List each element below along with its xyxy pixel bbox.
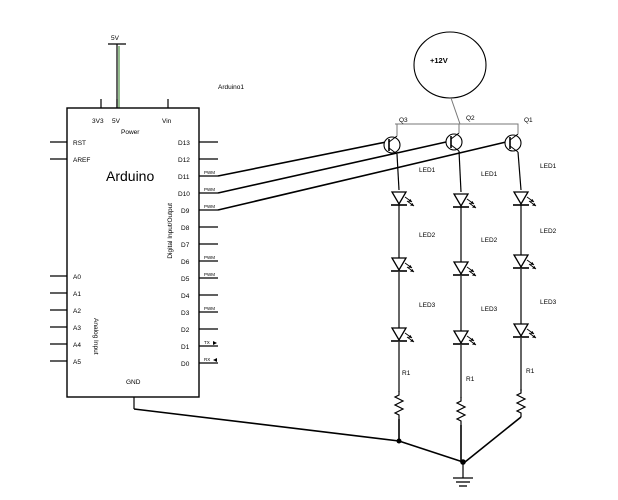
led1-col2-icon xyxy=(452,193,477,209)
gnd-label: GND xyxy=(126,379,141,386)
label-led1-col2: LED1 xyxy=(481,171,498,178)
pin-3v3: 3V3 xyxy=(92,118,104,125)
analog-input-label: Analog Input xyxy=(92,318,99,355)
transistor-q1 xyxy=(504,123,522,191)
label-r1-col3: R1 xyxy=(526,368,535,375)
pin-a3: A3 xyxy=(73,325,81,332)
arduino-name: Arduino xyxy=(106,168,154,184)
label-q3: Q3 xyxy=(399,117,408,124)
wire-d11-q3 xyxy=(217,141,387,177)
pin-rst: RST xyxy=(73,140,86,147)
label-q1: Q1 xyxy=(524,117,533,124)
label-q2: Q2 xyxy=(466,115,475,122)
ground-icon xyxy=(453,477,473,487)
rx-arrow-icon xyxy=(213,358,217,362)
label-led2-col3: LED2 xyxy=(540,228,557,235)
led2-col3-icon xyxy=(512,254,537,270)
label-led2-col1: LED2 xyxy=(419,232,436,239)
pwm-label-d6: PWM xyxy=(204,255,215,260)
pin-d0: D0 xyxy=(181,361,190,368)
led1-col1-icon xyxy=(390,191,415,207)
supply-12v-symbol xyxy=(413,31,487,99)
pwm-label-d9: PWM xyxy=(204,204,215,209)
label-led3-col3: LED3 xyxy=(540,299,557,306)
label-led1-col1: LED1 xyxy=(419,167,436,174)
resistor-col1-icon xyxy=(394,390,404,420)
pin-d4: D4 xyxy=(181,293,190,300)
label-led2-col2: LED2 xyxy=(481,237,498,244)
pwm-label-d10: PWM xyxy=(204,187,215,192)
supply-12v-wire xyxy=(450,97,461,125)
pin-vin: Vin xyxy=(162,118,172,125)
arduino-board: Arduino1 Arduino 3V3 5V Vin Power RST AR… xyxy=(50,84,244,409)
label-led1-col3: LED1 xyxy=(540,163,557,170)
pin-aref: AREF xyxy=(73,157,90,164)
pwm-label-d5: PWM xyxy=(204,272,215,277)
resistor-col3-icon xyxy=(516,388,526,418)
pin-a5: A5 xyxy=(73,359,81,366)
pin-5v: 5V xyxy=(112,118,121,125)
pin-a1: A1 xyxy=(73,291,81,298)
supply-12v-label: +12V xyxy=(430,56,448,65)
tx-label: TX xyxy=(204,340,210,345)
pwm-label-d11: PWM xyxy=(204,170,215,175)
resistor-col2-icon xyxy=(456,396,466,426)
pin-d10: D10 xyxy=(178,191,190,198)
label-led3-col1: LED3 xyxy=(419,302,436,309)
label-r1-col1: R1 xyxy=(402,370,411,377)
transistor-q3 xyxy=(383,124,401,191)
ground-network xyxy=(133,408,522,478)
power-label: Power xyxy=(121,129,140,136)
pin-d12: D12 xyxy=(178,157,190,164)
pin-d13: D13 xyxy=(178,140,190,147)
pin-d2: D2 xyxy=(181,327,190,334)
pin-a2: A2 xyxy=(73,308,81,315)
wire-d9-q1 xyxy=(217,141,507,211)
led3-col3-icon xyxy=(512,323,537,339)
pin-d7: D7 xyxy=(181,242,190,249)
pwm-label-d3: PWM xyxy=(204,306,215,311)
pin-d9: D9 xyxy=(181,208,190,215)
led2-col1-icon xyxy=(390,257,415,273)
led1-col3-icon xyxy=(512,191,537,207)
rx-label: RX xyxy=(204,357,210,362)
supply-5v-label: 5V xyxy=(111,35,120,42)
pin-d11: D11 xyxy=(178,174,190,181)
pin-d3: D3 xyxy=(181,310,190,317)
pin-d5: D5 xyxy=(181,276,190,283)
transistor-q2 xyxy=(445,124,463,193)
digital-pin-lines xyxy=(199,141,218,364)
pin-a0: A0 xyxy=(73,274,81,281)
pin-d8: D8 xyxy=(181,225,190,232)
wire-d10-q2 xyxy=(217,141,447,194)
led3-col2-icon xyxy=(452,330,477,346)
digital-io-label: Digital Input/Output xyxy=(167,203,174,259)
arduino-board-label: Arduino1 xyxy=(218,84,244,91)
led3-col1-icon xyxy=(390,327,415,343)
pin-a4: A4 xyxy=(73,342,81,349)
pin-d1: D1 xyxy=(181,344,190,351)
led2-col2-icon xyxy=(452,261,477,277)
tx-arrow-icon xyxy=(213,341,217,345)
arduino-outline xyxy=(66,107,200,398)
label-led3-col2: LED3 xyxy=(481,306,498,313)
pin-d6: D6 xyxy=(181,259,190,266)
label-r1-col2: R1 xyxy=(466,376,475,383)
